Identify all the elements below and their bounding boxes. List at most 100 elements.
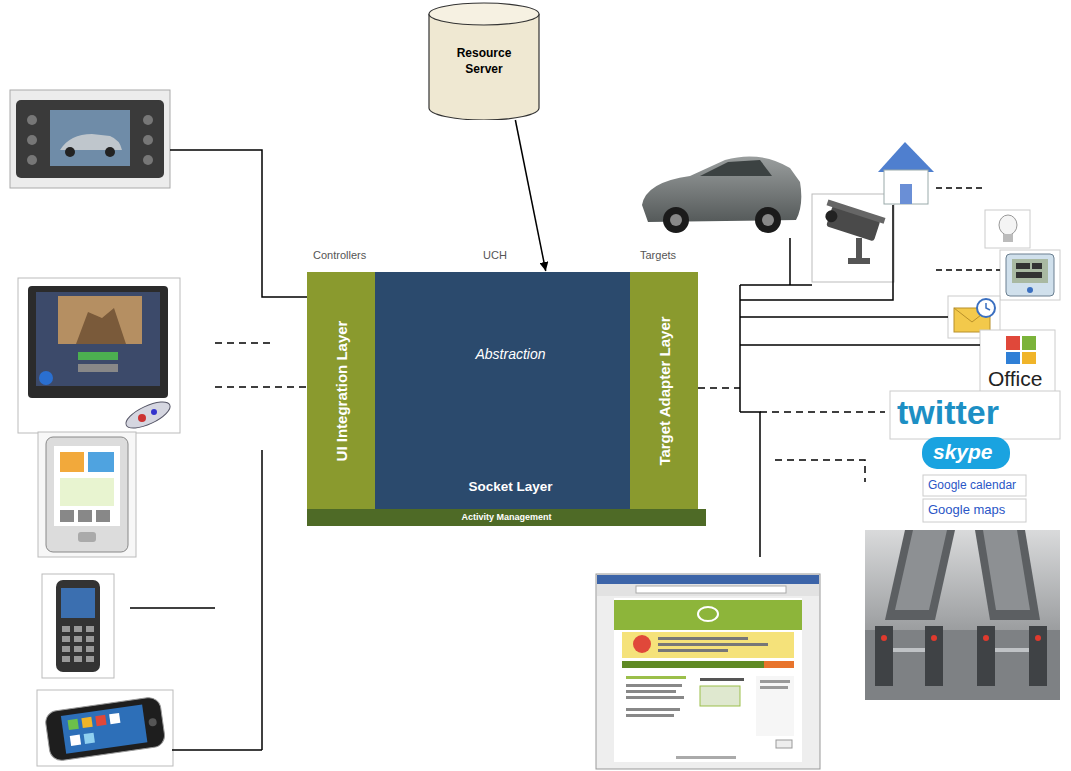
car-head-unit-picture <box>65 147 75 157</box>
tablet-picture <box>54 446 120 526</box>
smartphone-picture <box>95 715 106 726</box>
office-logo-picture <box>980 330 1055 396</box>
turnstile-photo <box>865 530 1060 700</box>
camera-picture <box>848 258 870 264</box>
house-picture <box>878 142 934 172</box>
target-wire <box>936 187 984 189</box>
outlook-icon-picture <box>986 303 990 310</box>
mobile-phone-picture <box>74 626 82 632</box>
turnstile-photo <box>895 530 947 610</box>
smartphone-picture <box>44 696 166 762</box>
logo-text: skype <box>933 440 993 463</box>
google-calendar-logo-picture <box>923 475 1026 496</box>
mobile-phone-picture <box>56 580 100 672</box>
turnstile-photo <box>983 635 989 641</box>
target-wire <box>740 344 980 346</box>
target-wire <box>760 411 885 413</box>
logo-text: twitter <box>897 394 999 431</box>
smartphone-picture <box>84 733 95 744</box>
mobile-phone-picture <box>74 636 82 642</box>
tv-with-remote-picture <box>151 409 157 415</box>
tv-with-remote-picture <box>18 278 180 433</box>
target-wire <box>775 460 865 482</box>
controller-wire <box>170 150 307 297</box>
smartphone-picture <box>81 717 92 728</box>
target-wire <box>789 238 791 285</box>
target-wire <box>780 317 830 319</box>
web-page-screenshot <box>700 678 744 681</box>
blood-pressure-monitor-picture <box>1032 263 1042 269</box>
web-page-screenshot <box>596 574 820 769</box>
tv-with-remote-picture <box>36 292 160 386</box>
blood-pressure-monitor-picture <box>1006 254 1054 296</box>
layer-label: Socket Layer <box>375 479 646 494</box>
car-picture <box>700 160 772 176</box>
web-page-screenshot <box>698 607 718 621</box>
turnstile-photo <box>925 626 943 686</box>
turnstile-photo <box>995 648 1029 652</box>
resource-server-cylinder: Resource Server <box>428 2 540 120</box>
mobile-phone-picture <box>86 646 94 652</box>
turnstile-photo <box>1035 635 1041 641</box>
layer-label: Abstraction <box>375 346 646 362</box>
mobile-phone-picture <box>62 646 70 652</box>
turnstile-photo <box>931 635 937 641</box>
tv-with-remote-picture <box>122 397 173 434</box>
turnstile-photo <box>1029 626 1047 686</box>
tablet-picture <box>60 478 114 506</box>
web-page-screenshot <box>756 676 794 736</box>
mobile-phone-picture <box>42 574 114 678</box>
car-head-unit-picture <box>10 90 170 188</box>
light-bulb-picture <box>985 210 1030 248</box>
controller-wire <box>130 607 215 609</box>
tablet-picture <box>96 510 110 522</box>
tv-with-remote-picture <box>78 364 118 372</box>
controller-wire <box>215 386 307 388</box>
blood-pressure-monitor-picture <box>1016 272 1042 278</box>
mobile-phone-picture <box>62 636 70 642</box>
car-head-unit-picture <box>10 90 170 188</box>
tablet-picture <box>78 532 96 542</box>
controller-wire <box>215 342 275 344</box>
tablet-picture <box>60 452 84 472</box>
mobile-phone-picture <box>42 574 114 678</box>
web-page-screenshot <box>760 680 790 683</box>
mobile-phone-picture <box>86 626 94 632</box>
office-logo-picture <box>1006 352 1020 364</box>
web-page-screenshot <box>633 635 651 653</box>
layer-label: UI Integration Layer <box>333 320 350 461</box>
tv-with-remote-picture <box>138 414 146 422</box>
logo-text: Office <box>988 367 1042 390</box>
smartphone-picture <box>148 718 157 727</box>
car-head-unit-picture <box>27 155 37 165</box>
smartphone-picture <box>37 690 173 766</box>
controller-wire <box>172 749 262 751</box>
mobile-phone-picture <box>86 656 94 662</box>
camera-picture <box>812 194 894 282</box>
controller-wire <box>261 450 263 750</box>
car-picture <box>762 214 774 226</box>
mobile-phone-picture <box>74 646 82 652</box>
car-head-unit-picture <box>16 100 164 178</box>
tv-with-remote-picture <box>78 352 118 360</box>
controller-wire <box>130 150 307 750</box>
turnstile-photo <box>975 530 1040 620</box>
car-head-unit-picture <box>27 115 37 125</box>
web-page-screenshot <box>636 586 786 593</box>
logo-text: Google calendar <box>928 479 1016 492</box>
smartphone-picture <box>61 705 147 754</box>
car-head-unit-picture <box>143 155 153 165</box>
web-page-screenshot <box>764 661 794 668</box>
tv-with-remote-picture <box>58 296 142 344</box>
cylinder-outline <box>429 14 539 120</box>
turnstile-photo <box>875 626 893 686</box>
smartphone-picture <box>68 719 79 730</box>
web-page-screenshot <box>614 600 802 630</box>
car-picture <box>642 156 801 233</box>
google-maps-logo-picture <box>923 499 1026 522</box>
skype-logo-picture <box>922 437 1010 469</box>
column-heading: UCH <box>483 249 507 261</box>
web-page-screenshot <box>622 661 794 668</box>
web-page-screenshot <box>676 756 736 759</box>
